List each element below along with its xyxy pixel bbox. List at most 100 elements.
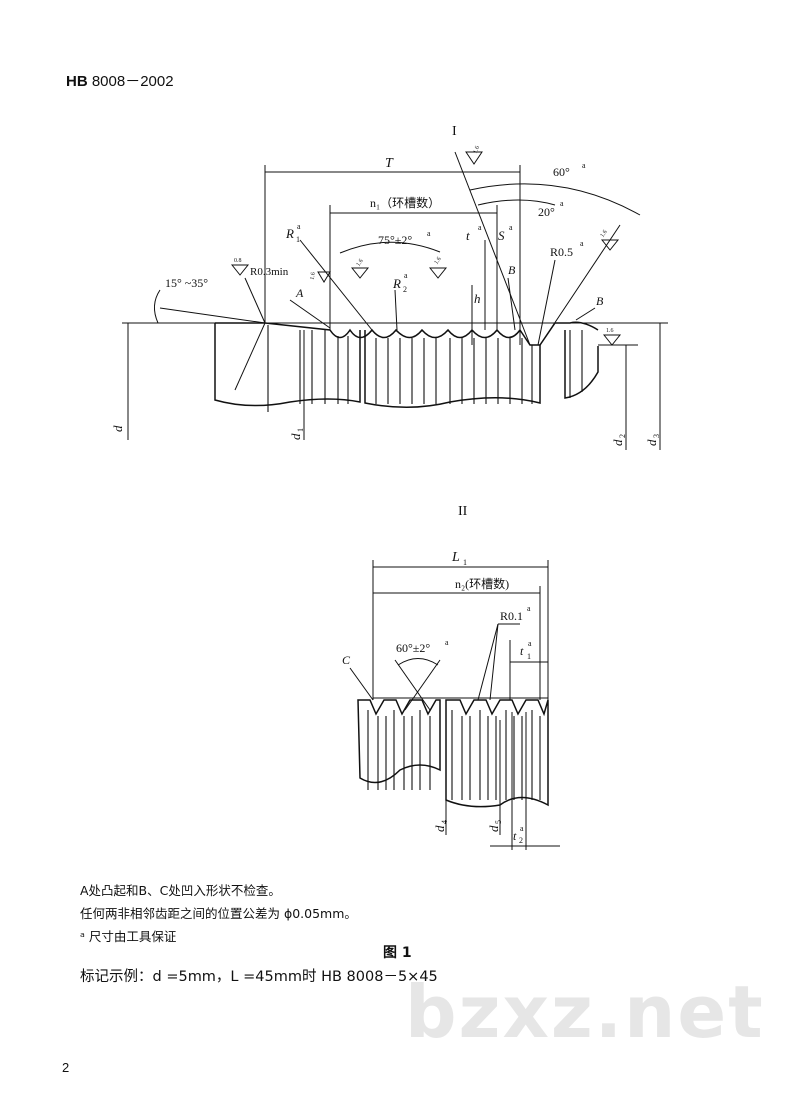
label-t1-sub: 1 (527, 652, 531, 661)
leader-B-right (575, 307, 596, 321)
label-A: A (295, 286, 304, 300)
leader-flank-left (454, 151, 531, 346)
label-B-left: B (508, 263, 516, 277)
label-h: h (474, 291, 481, 306)
arc-20deg (477, 199, 556, 206)
leader-R1 (299, 239, 373, 331)
leader-R2 (394, 289, 398, 331)
label-d3: d (644, 439, 659, 446)
leader-R05 (537, 259, 556, 346)
watermark: bzxz.net (405, 970, 765, 1054)
roughness-symbol-right (600, 239, 620, 251)
groove-profile (215, 321, 599, 346)
label-d4-sub: 4 (440, 820, 449, 824)
label-75deg: 75°±2° (378, 233, 412, 247)
label-60deg-star: a (582, 161, 586, 170)
label-R05-star: a (580, 239, 584, 248)
label-B-right: B (596, 294, 604, 308)
view-1-label: I (452, 124, 457, 139)
label-60deg: 60° (553, 165, 570, 179)
body-left-outline (214, 323, 361, 407)
hatch-lines (267, 325, 583, 412)
label-roughness-top: 1.6 (473, 145, 481, 154)
arc-15-35deg (154, 289, 161, 324)
label-R1: R (285, 226, 294, 241)
body-right-outline (564, 330, 599, 399)
label-t2: t (513, 829, 517, 843)
arc-60deg (469, 183, 641, 216)
label-R2-sub: 2 (403, 285, 407, 294)
roughness-symbol-top (465, 151, 483, 165)
standard-prefix: HB (66, 73, 88, 90)
roughness-symbol-08 (230, 264, 250, 276)
label-d2: d (610, 439, 625, 446)
roughness-symbol-flank (350, 267, 370, 279)
roughness-symbol-groove (428, 267, 448, 279)
label-60deg-v2: 60°±2° (396, 641, 430, 655)
standard-number: 8008－2002 (91, 73, 174, 90)
label-d5: d (486, 825, 501, 832)
label-S-star: a (509, 223, 513, 232)
label-roughness-right: 1.6 (600, 229, 609, 239)
label-15-35deg: 15° ~35° (165, 276, 208, 290)
label-n2: n₂(环槽数) (455, 576, 509, 591)
label-d: d (110, 425, 125, 432)
label-R2: R (392, 276, 401, 291)
label-R03min: R0.3min (250, 266, 289, 278)
page-number: 2 (62, 1060, 70, 1075)
note-2: 任何两非相邻齿距之间的位置公差为 ϕ0.05mm。 (80, 906, 357, 921)
label-R01-star: a (527, 604, 531, 613)
leader-flank-right (539, 224, 621, 346)
arc-60deg-v2 (397, 658, 439, 666)
label-d4: d (432, 825, 447, 832)
label-roughness-groove: 1.6 (434, 256, 443, 266)
label-L1: L (451, 550, 460, 565)
leader-R03 (244, 277, 266, 324)
body-2-right-outline (445, 699, 549, 808)
view-2-label: II (458, 504, 468, 519)
roughness-symbol-shank (602, 334, 622, 346)
label-R05: R0.5 (550, 245, 573, 259)
label-75deg-star: a (427, 229, 431, 238)
label-t: t (466, 228, 470, 243)
label-60deg-v2-star: a (445, 638, 449, 647)
note-1: A处凸起和B、C处凹入形状不检查。 (80, 883, 281, 898)
label-t2-sub: 2 (519, 836, 523, 845)
leader-R01-a (477, 623, 499, 701)
label-L1-sub: 1 (463, 558, 467, 567)
label-d1: d (288, 433, 303, 440)
leader-A (289, 299, 331, 329)
hatch-lines-2 (367, 710, 541, 800)
leader-chamfer (234, 322, 266, 391)
line-60deg-left (394, 659, 431, 711)
label-d3-sub: 3 (652, 434, 661, 438)
standard-code: HB 8008－2002 (66, 70, 174, 91)
line-15-35deg (159, 307, 266, 324)
label-T: T (385, 156, 394, 171)
label-t1-star: a (528, 639, 532, 648)
arc-75deg (339, 241, 441, 254)
label-R01: R0.1 (500, 609, 523, 623)
note-3: ᵃ 尺寸由工具保证 (80, 929, 177, 944)
label-roughness-08: 0.8 (234, 258, 242, 264)
label-t-star: a (478, 223, 482, 232)
figure-caption: 图 1 (383, 945, 412, 961)
label-R1-sub: 1 (296, 235, 300, 244)
label-20deg-star: a (560, 199, 564, 208)
leader-C (349, 667, 374, 701)
label-R1-star: a (297, 222, 301, 231)
label-roughness-left: 1.6 (310, 272, 317, 280)
roughness-symbol-left (317, 271, 331, 283)
label-d2-sub: 2 (618, 434, 627, 438)
label-roughness-flank: 1.6 (356, 258, 365, 268)
label-20deg: 20° (538, 205, 555, 219)
label-d5-sub: 5 (494, 820, 503, 824)
marking-example: 标记示例：d =5mm，L =45mm时 HB 8008－5×45 (80, 969, 438, 985)
label-t1: t (520, 644, 524, 658)
label-roughness-shank: 1.6 (606, 328, 614, 334)
body-2-left-outline (357, 699, 441, 784)
label-R2-star: a (404, 271, 408, 280)
label-t2-star: a (520, 824, 524, 833)
